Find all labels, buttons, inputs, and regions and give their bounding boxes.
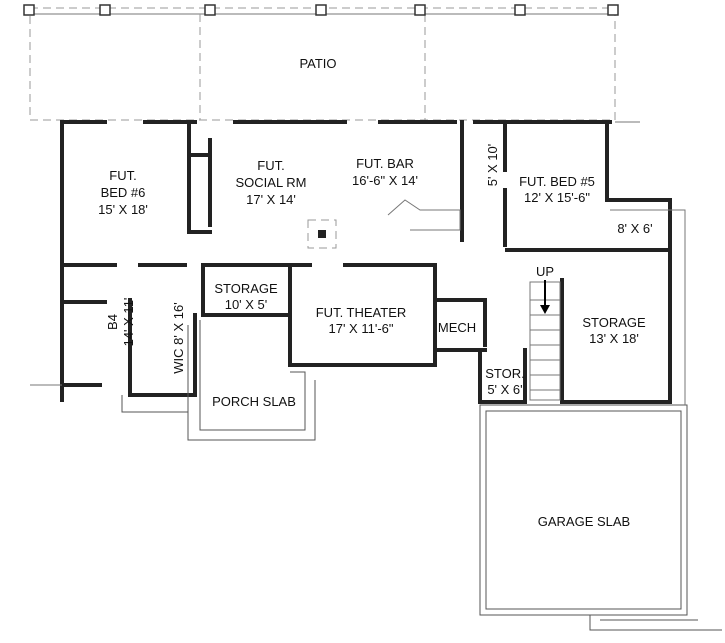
patio-label: PATIO <box>299 56 336 71</box>
bar-label: FUT. BAR <box>356 156 414 171</box>
stairs[interactable] <box>529 280 561 401</box>
porch-label: PORCH SLAB <box>212 394 296 409</box>
bar-counter <box>387 199 461 231</box>
bed6-label-2: BED #6 <box>101 185 146 200</box>
stair-up-label: UP <box>536 264 554 279</box>
theater-label: FUT. THEATER <box>316 305 407 320</box>
porch-slab <box>121 320 316 441</box>
column <box>318 230 326 238</box>
social-label-1: FUT. <box>257 158 284 173</box>
stor-dims: 5' X 6' <box>487 382 522 397</box>
walls <box>60 120 672 404</box>
mech-label: MECH <box>438 320 476 335</box>
storage1-dims: 10' X 5' <box>225 297 268 312</box>
b4-label: B4 <box>105 314 120 330</box>
bed5-label: FUT. BED #5 <box>519 174 595 189</box>
bed6-label-1: FUT. <box>109 168 136 183</box>
social-dims: 17' X 14' <box>246 192 296 207</box>
storage2-dims: 13' X 18' <box>589 331 639 346</box>
bath5-dims: 5' X 10' <box>485 144 500 187</box>
bed5-dims: 12' X 15'-6" <box>524 190 590 205</box>
social-label-2: SOCIAL RM <box>235 175 306 190</box>
theater-dims: 17' X 11'-6" <box>329 321 394 336</box>
garage-slab <box>479 404 722 631</box>
bar-dims: 16'-6" X 14' <box>352 173 418 188</box>
closet5-dims: 8' X 6' <box>617 221 652 236</box>
stor-label: STOR. <box>485 366 525 381</box>
b4-dims: 14' X 11' <box>121 298 136 347</box>
storage2-label: STORAGE <box>582 315 646 330</box>
wic-label: WIC 8' X 16' <box>171 302 186 373</box>
garage-label: GARAGE SLAB <box>538 514 630 529</box>
bed6-dims: 15' X 18' <box>98 202 148 217</box>
storage1-label: STORAGE <box>214 281 278 296</box>
